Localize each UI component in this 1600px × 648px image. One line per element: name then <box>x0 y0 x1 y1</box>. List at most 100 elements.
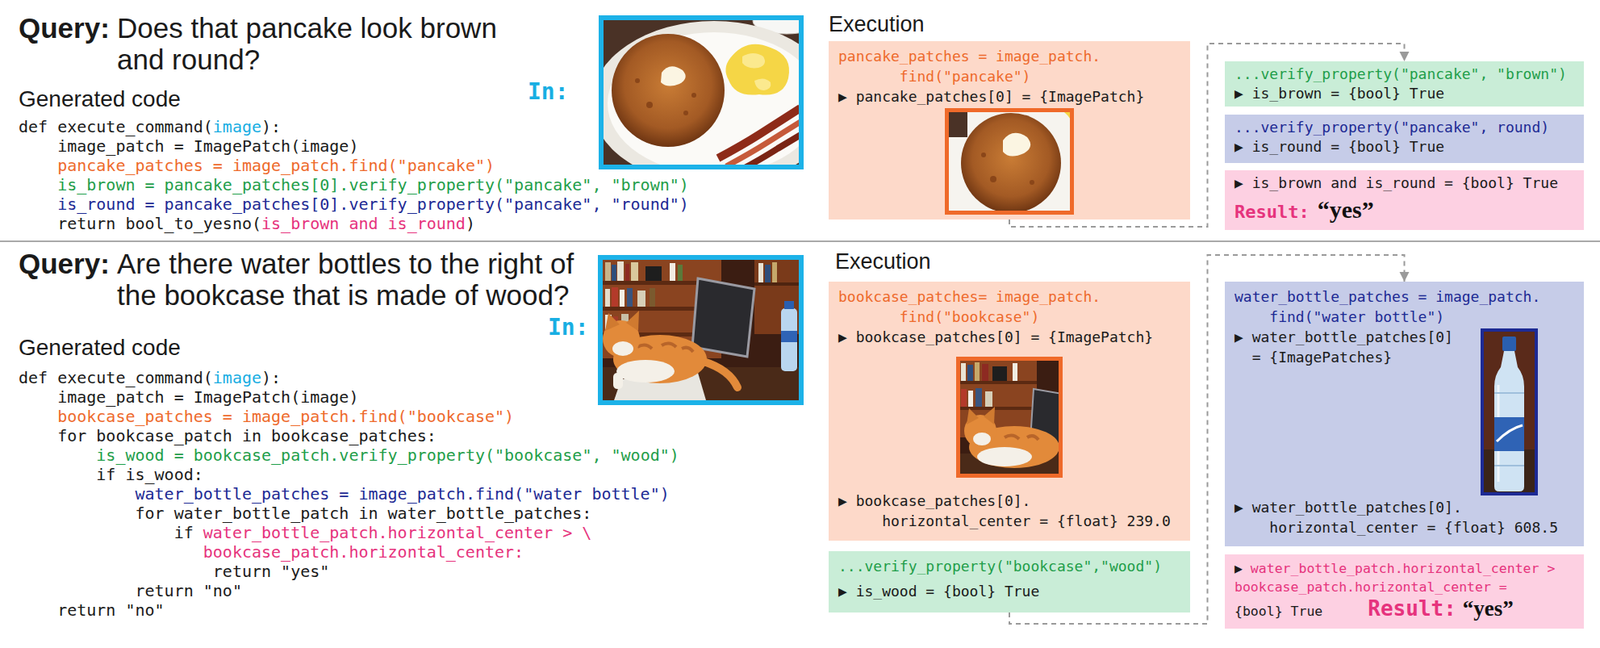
text-row <box>838 108 1181 215</box>
section-heading: Execution <box>835 249 932 274</box>
pancake-photo <box>591 8 837 186</box>
label-position: if <box>174 522 194 543</box>
node-text: ▶ bookcase_patches[0]. horizontal_center… <box>838 490 1180 531</box>
code-token: for bookcase_patch in bookcase_patches: <box>57 426 437 446</box>
label-position: Query: <box>18 247 110 280</box>
label-position: return "no" <box>134 580 242 601</box>
text-row: Result:“yes” <box>1234 196 1575 227</box>
section-heading: Generated code <box>18 86 181 112</box>
label-position: Are there water bottles to the right of … <box>116 247 598 311</box>
label-position: ): <box>261 367 281 388</box>
code-token: image <box>213 116 262 137</box>
result-box: ▶water_bottle_patch.horizontal_center > … <box>1224 554 1584 629</box>
label-position: ): <box>261 116 281 137</box>
code-token: water_bottle_patch.horizontal_center > \ <box>203 522 593 543</box>
code-token: return "yes" <box>213 561 331 581</box>
text-row: ▶ water_bottle_patches[0] = {ImagePatche… <box>1234 326 1575 368</box>
node-text: water_bottle_patches = image_patch. find… <box>1234 286 1567 327</box>
text-row: {bool} TrueResult:“yes” <box>1234 596 1575 624</box>
label-position: water_bottle_patches = image_patch.find(… <box>134 484 669 504</box>
code-token: return "no" <box>57 600 164 620</box>
text-row <box>838 356 1181 478</box>
bookcase-cat-photo <box>600 257 802 403</box>
label-position: Generated code <box>18 85 181 113</box>
label-position: for bookcase_patch in bookcase_patches: <box>57 426 437 446</box>
node-text: ▶ is_brown and is_round = {bool} True <box>1234 173 1575 193</box>
node-text: ▶ water_bottle_patches[0]. horizontal_ce… <box>1234 497 1567 538</box>
label-position: Query: <box>18 12 110 44</box>
text-row: ▶water_bottle_patch.horizontal_center > … <box>1234 559 1563 597</box>
section-heading: Execution <box>828 12 925 37</box>
label-position: is_wood = bookcase_patch.verify_property… <box>96 445 679 465</box>
query-text: Are there water bottles to the right of … <box>116 247 574 311</box>
text-row: ...verify_property("pancake", round)▶ is… <box>1234 117 1575 157</box>
execution-step-box: ...verify_property("pancake", "brown")▶ … <box>1224 61 1584 107</box>
label-position: image_patch = ImagePatch(image) <box>57 136 359 156</box>
label-position: Does that pancake look brown and round? <box>116 12 521 76</box>
code-token: pancake_patches = image_patch.find("panc… <box>57 155 495 176</box>
code-token: ) <box>465 213 476 234</box>
node-text: ▶ is_wood = {bool} True <box>838 580 1181 602</box>
execution-step-box: pancake_patches = image_patch. find("pan… <box>828 41 1191 220</box>
label-position: bookcase_patch.horizontal_center: <box>203 542 524 562</box>
text-row: water_bottle_patches = image_patch. find… <box>1234 286 1575 327</box>
node-text: ...verify_property("pancake", round) <box>1234 117 1575 138</box>
label-position: for water_bottle_patch in water_bottle_p… <box>134 503 592 523</box>
label-position: return "no" <box>57 600 164 620</box>
node-text: ▶ pancake_patches[0] = {ImagePatch} <box>838 86 1181 107</box>
label-position: Execution <box>828 11 925 38</box>
code-token: image <box>213 367 262 388</box>
text-row: ...verify_property("pancake", "brown")▶ … <box>1234 64 1575 104</box>
text-row: bookcase_patches= image_patch. find("boo… <box>838 286 1181 347</box>
label-position: return bool_to_yesno( <box>57 213 262 234</box>
label-position: def execute_command( <box>18 116 214 137</box>
label-position: bookcase_patches = image_patch.find("boo… <box>57 406 514 427</box>
text-row: ...verify_property("bookcase","wood") ▶ i… <box>838 555 1181 602</box>
node-text: Result: <box>1367 596 1457 621</box>
node-text: ▶ is_round = {bool} True <box>1234 137 1575 157</box>
node-text: bookcase_patches= image_patch. find("boo… <box>838 286 1110 327</box>
text-row: ▶ bookcase_patches[0]. horizontal_center… <box>838 490 1181 531</box>
node-text: “yes” <box>1462 596 1514 621</box>
node-text: ▶ bookcase_patches[0] = {ImagePatch} <box>838 326 1181 347</box>
label-position: pancake_patches = image_patch.find("panc… <box>57 155 495 176</box>
execution-step-box: ...verify_property("bookcase","wood") ▶ i… <box>828 551 1191 613</box>
code-token: ): <box>261 367 281 388</box>
label-position: In: <box>547 313 590 342</box>
label-position: image_patch = ImagePatch(image) <box>57 387 359 407</box>
code-token: image_patch = ImagePatch(image) <box>57 387 359 407</box>
label-position: Execution <box>835 248 932 275</box>
query-text: Does that pancake look brown and round? <box>116 12 498 76</box>
code-token: for water_bottle_patch in water_bottle_p… <box>134 503 592 523</box>
label-position: if is_wood: <box>96 464 203 485</box>
label-position: Generated code <box>18 334 181 362</box>
label-position: image <box>213 367 262 388</box>
node-text: Result: <box>1234 198 1310 226</box>
label-position: is_round = pancake_patches[0].verify_pro… <box>57 194 690 214</box>
label-position: is_brown and is_round <box>261 213 466 234</box>
label-position: In: <box>527 78 569 106</box>
code-token: is_brown = pancake_patches[0].verify_pro… <box>57 175 690 195</box>
label-position: return "yes" <box>213 561 331 581</box>
query-heading: Query: <box>18 12 110 44</box>
code-token: if <box>174 522 194 543</box>
text-row: ▶ water_bottle_patches[0]. horizontal_ce… <box>1234 497 1575 538</box>
code-token: bookcase_patch.horizontal_center: <box>203 542 524 562</box>
node-text: ...verify_property("pancake", "brown") <box>1234 64 1575 84</box>
code-token: def execute_command( <box>18 367 214 388</box>
text-row: ▶ is_brown and is_round = {bool} True <box>1234 173 1575 193</box>
execution-step-box: bookcase_patches= image_patch. find("boo… <box>828 281 1191 541</box>
node-text: “yes” <box>1317 196 1375 224</box>
bookcase-crop <box>956 356 1063 478</box>
label-position: def execute_command( <box>18 367 214 388</box>
label-position: is_brown = pancake_patches[0].verify_pro… <box>57 175 690 195</box>
panel-separator <box>0 240 1600 243</box>
water-bottle-crop <box>1480 328 1538 496</box>
node-text: ...verify_property("bookcase","wood") <box>838 555 1181 577</box>
label-position: image <box>213 116 262 137</box>
code-token: return bool_to_yesno( <box>57 213 262 234</box>
code-token: is_brown and is_round <box>261 213 466 234</box>
input-label: In: <box>547 313 590 341</box>
text-row: pancake_patches = image_patch. find("pan… <box>838 45 1181 107</box>
code-token: def execute_command( <box>18 116 214 137</box>
